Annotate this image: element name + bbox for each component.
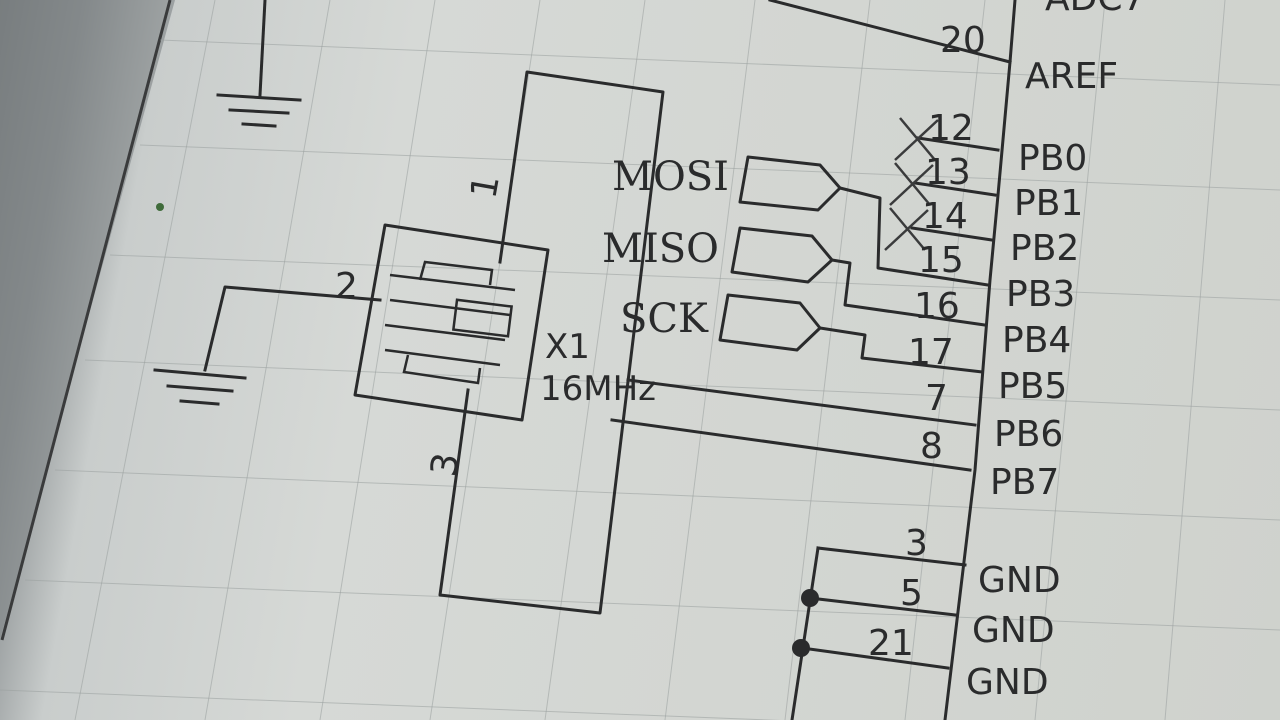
- no-connect-marks: [884, 117, 1000, 251]
- crystal-x1: [353, 223, 550, 422]
- gnd-wiring: [790, 546, 967, 720]
- pin-num-gnd3: 21: [868, 623, 914, 664]
- wire-aref: [768, 0, 1012, 64]
- crystal-pin-1: 1: [463, 172, 507, 202]
- miso-label: MISO: [602, 226, 719, 272]
- pin-name-pb5: PB5: [998, 366, 1067, 407]
- pin-name-gnd1: GND: [978, 560, 1061, 601]
- pin-num-pb2: 14: [922, 196, 968, 237]
- crystal-ref: X1: [545, 327, 590, 367]
- pin-name-pb7: PB7: [990, 462, 1059, 503]
- crystal-pin-2: 2: [335, 266, 358, 307]
- pin-name-pb1: PB1: [1014, 183, 1083, 224]
- pin-num-pb0: 12: [928, 108, 974, 149]
- pin-num-pb5: 17: [908, 332, 954, 373]
- pin-name-pb6: PB6: [994, 414, 1063, 455]
- miso-connector: [730, 226, 987, 327]
- crystal-value: 16MHz: [540, 369, 656, 409]
- paper-speck: [156, 203, 164, 211]
- sheet-border-line: [0, 0, 172, 641]
- pin-name-adc7-partial: ADC7: [1045, 0, 1145, 19]
- pin-name-pb2: PB2: [1010, 228, 1079, 269]
- wire-pb6: [626, 378, 977, 427]
- pin-name-aref: AREF: [1025, 56, 1118, 97]
- pin-num-gnd2: 5: [900, 573, 923, 614]
- crystal-pin-3: 3: [423, 450, 467, 480]
- pin-name-gnd3: GND: [966, 662, 1049, 703]
- pin-num-pb6: 7: [925, 378, 948, 419]
- pin-num-pb1: 13: [925, 152, 971, 193]
- mcu-body-edge: [943, 0, 1017, 720]
- mosi-connector: [738, 155, 990, 287]
- sck-connector: [718, 293, 984, 374]
- pin-num-gnd1: 3: [905, 523, 928, 564]
- pin-name-gnd2: GND: [972, 610, 1055, 651]
- wire-pb7: [610, 418, 972, 472]
- ground-symbol-top: [216, 0, 302, 128]
- ground-symbol-left: [153, 285, 382, 406]
- pin-num-pb7: 8: [920, 426, 943, 467]
- crystal-loop-wire: [438, 70, 665, 615]
- pin-num-pb4: 16: [914, 286, 960, 327]
- pin-name-pb4: PB4: [1002, 320, 1071, 361]
- pin-num-pb3: 15: [918, 240, 964, 281]
- sck-label: SCK: [620, 296, 709, 342]
- pin-name-pb3: PB3: [1006, 274, 1075, 315]
- pin-num-aref: 20: [940, 20, 986, 61]
- mosi-label: MOSI: [612, 154, 729, 200]
- pin-name-pb0: PB0: [1018, 138, 1087, 179]
